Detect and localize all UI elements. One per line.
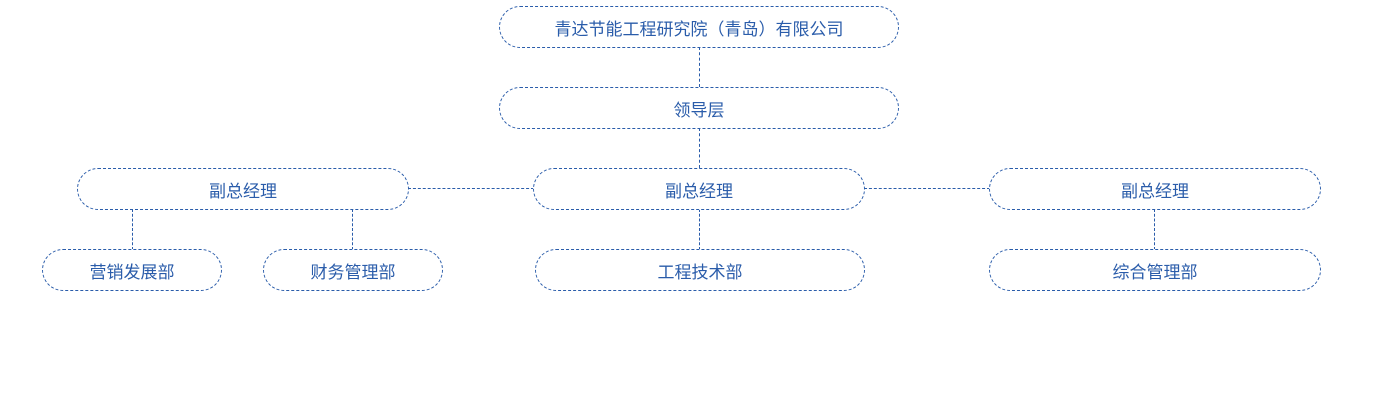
dept-general-node: 综合管理部 [989,249,1321,291]
connector-vp-center-vp-right [864,188,990,189]
connector-leadership-vp-center [699,128,700,168]
connector-vp-right-general [1154,209,1155,250]
leadership-node: 领导层 [499,87,899,129]
vp-right-node: 副总经理 [989,168,1321,210]
vp-right-label: 副总经理 [1121,181,1189,202]
vp-center-node: 副总经理 [533,168,865,210]
connector-vp-left-finance [352,209,353,250]
dept-marketing-node: 营销发展部 [42,249,222,291]
dept-marketing-label: 营销发展部 [89,262,175,283]
vp-left-node: 副总经理 [77,168,409,210]
leadership-label: 领导层 [673,100,725,121]
company-label: 青达节能工程研究院（青岛）有限公司 [554,19,844,40]
connector-vp-center-engineering [699,209,700,250]
dept-engineering-node: 工程技术部 [535,249,865,291]
dept-engineering-label: 工程技术部 [657,262,743,283]
vp-left-label: 副总经理 [209,181,277,202]
company-node: 青达节能工程研究院（青岛）有限公司 [499,6,899,48]
connector-vp-left-marketing [132,209,133,250]
dept-general-label: 综合管理部 [1112,262,1198,283]
dept-finance-node: 财务管理部 [263,249,443,291]
dept-finance-label: 财务管理部 [310,262,396,283]
connector-company-leadership [699,47,700,87]
connector-vp-left-vp-center [408,188,534,189]
vp-center-label: 副总经理 [665,181,733,202]
